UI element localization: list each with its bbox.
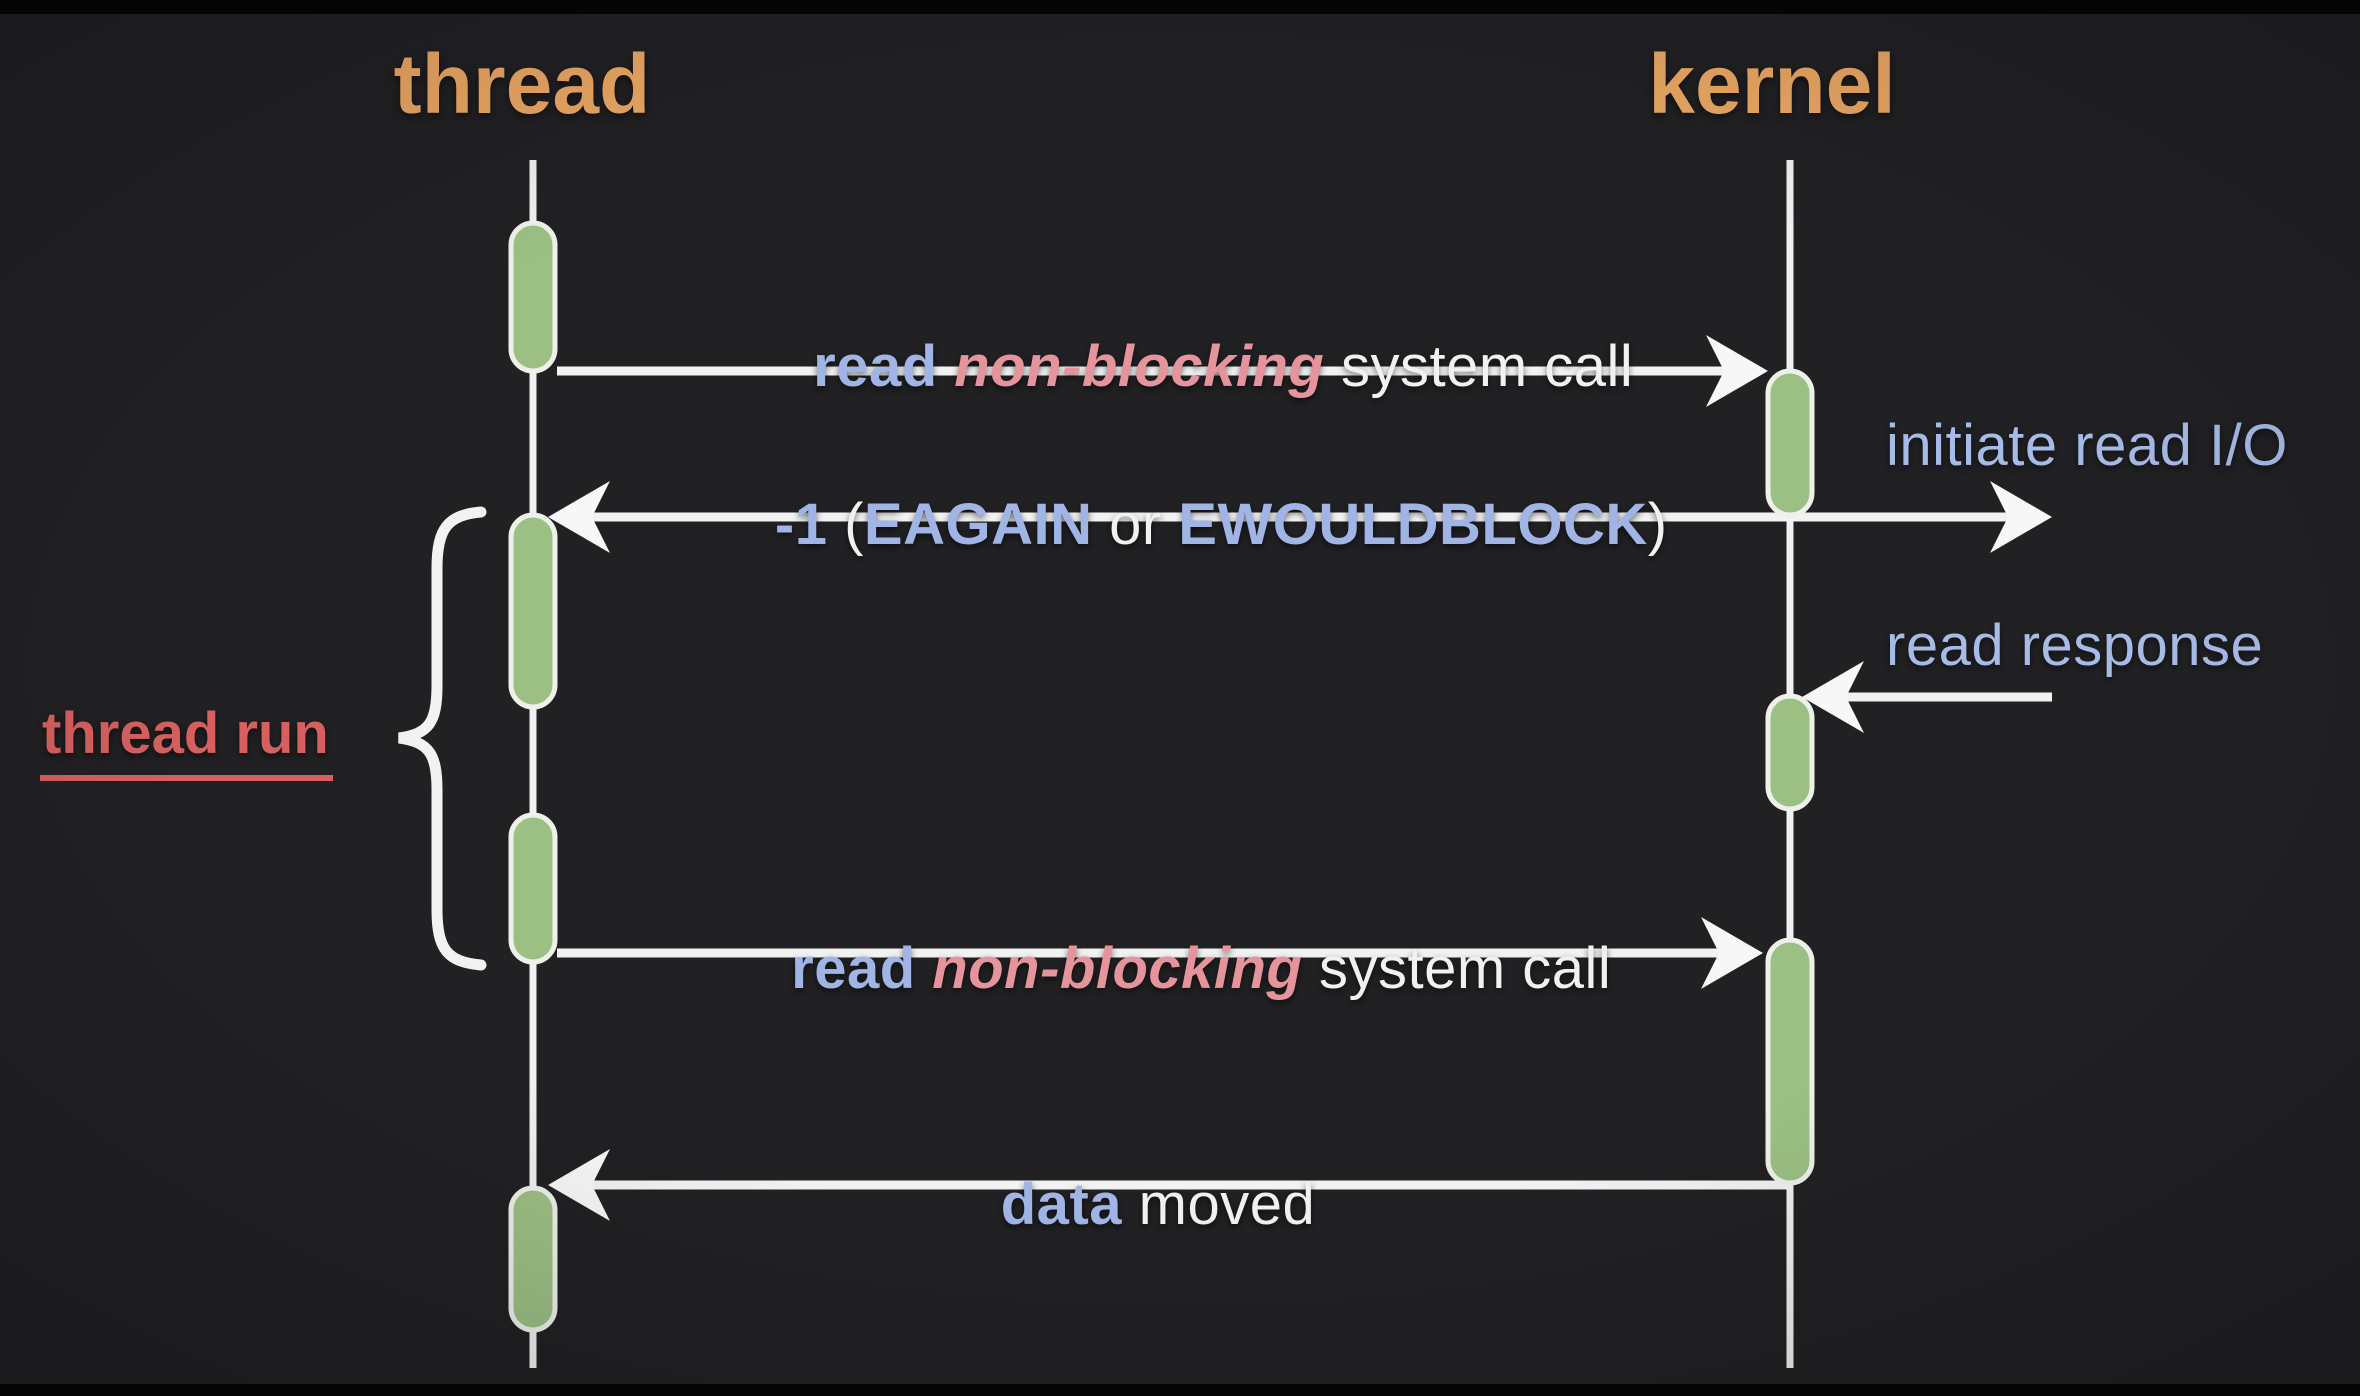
message-read-call-1: read non-blocking system call	[747, 266, 1634, 467]
arrow-data-moved	[548, 1149, 1788, 1221]
message-part: data	[1000, 1172, 1123, 1237]
message-part: )	[1647, 492, 1668, 557]
actor-title-kernel: kernel	[1648, 37, 1896, 131]
label-initiate-read-io: initiate read I/O	[1886, 413, 2288, 478]
message-read-call-2: read non-blocking system call	[725, 868, 1612, 1069]
thread-activation-bar-4	[508, 1185, 558, 1333]
message-data-moved-line1: data moved	[738, 1170, 1579, 1240]
letterbox-bottom	[0, 1384, 2360, 1396]
message-data-moved: data moved from kernel space to user spa…	[738, 1030, 1579, 1396]
kernel-activation-bar-3	[1765, 937, 1815, 1186]
message-return-eagain: -1 (EAGAIN or EWOULDBLOCK)	[708, 424, 1667, 625]
message-part: -1	[774, 492, 828, 557]
kernel-activation-bar-2	[1765, 693, 1815, 812]
arrow-read-call-2	[557, 917, 1763, 989]
thread-activation-bar-3	[508, 812, 558, 965]
label-read-response: read response	[1886, 613, 2264, 678]
thread-run-brace	[398, 506, 487, 971]
actor-title-thread: thread	[393, 37, 651, 131]
message-part: or	[1092, 492, 1179, 557]
thread-activation-bar-1	[508, 220, 558, 374]
arrow-read-call-1	[557, 335, 1768, 407]
message-part: EWOULDBLOCK	[1178, 492, 1648, 557]
message-part: EAGAIN	[863, 492, 1093, 557]
message-part: (	[827, 492, 864, 557]
kernel-activation-bar-1	[1765, 368, 1815, 518]
message-part: non-blocking	[915, 936, 1303, 1001]
message-part: system call	[1324, 334, 1634, 399]
message-part: system call	[1302, 936, 1612, 1001]
thread-run-label: thread run	[40, 700, 333, 781]
message-part: read	[791, 936, 916, 1001]
arrow-return-eagain-initiate-read	[548, 481, 2052, 553]
message-part: read	[813, 334, 938, 399]
thread-activation-bar-2	[508, 512, 558, 710]
letterbox-top	[0, 0, 2360, 14]
arrow-read-response	[1802, 661, 2052, 733]
message-part: non-blocking	[937, 334, 1325, 399]
message-part: moved	[1122, 1172, 1316, 1237]
